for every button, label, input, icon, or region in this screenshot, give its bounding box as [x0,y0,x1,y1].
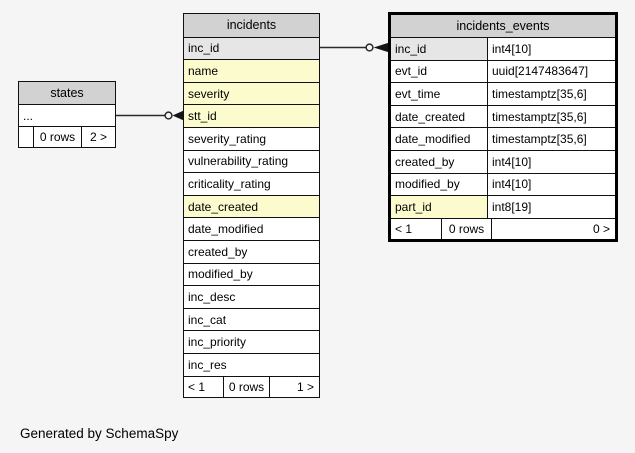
column-row-inc_cat: inc_cat [184,308,319,332]
column-name: date_modified [184,218,319,240]
column-row-date_created: date_created [184,195,319,219]
arrowhead-icon [172,110,184,121]
zero-dot-icon [365,43,374,52]
column-row-inc_priority: inc_priority [184,331,319,354]
child-count: 0 > [492,218,615,239]
column-row-inc_id: inc_id [184,37,319,61]
table-incidents-footer: < 1 0 rows 1 > [184,376,319,397]
column-name: evt_time [391,83,488,105]
column-type: int4[10] [488,150,615,173]
row-count: 0 rows [224,376,270,397]
column-name: inc_id [391,38,488,60]
column-type: int4[10] [488,38,615,60]
column-name: evt_id [391,60,488,83]
column-name: name [184,60,319,82]
column-row-vulnerability_rating: vulnerability_rating [184,150,319,174]
table-incidents-events-title[interactable]: incidents_events [391,15,615,38]
row-count: 0 rows [442,218,492,239]
generated-by-note: Generated by SchemaSpy [20,426,179,441]
table-states-title[interactable]: states [19,82,115,105]
parent-count: < 1 [184,376,224,397]
column-row-name: name [184,60,319,83]
column-name: part_id [391,196,488,218]
relationship-states-incidents [116,110,184,121]
zero-dot-icon [164,111,173,120]
column-name: date_created [391,105,488,128]
column-row-inc_desc: inc_desc [184,286,319,309]
table-incidents-title[interactable]: incidents [184,14,319,38]
column-name: modified_by [184,263,319,286]
column-name: created_by [391,150,488,173]
column-name: date_modified [391,128,488,150]
column-type: timestamptz[35,6] [488,105,615,128]
column-name: inc_priority [184,331,319,353]
column-name: inc_cat [184,308,319,331]
table-states: states ... 0 rows 2 > [18,81,116,148]
column-row-date_modified: date_modified [184,218,319,241]
column-name: created_by [184,240,319,263]
column-name: severity_rating [184,127,319,150]
column-row-created_by: created_by [184,240,319,264]
column-type: uuid[2147483647] [488,60,615,83]
column-type: int4[10] [488,173,615,196]
column-name: date_created [184,195,319,218]
column-row-criticality_rating: criticality_rating [184,173,319,196]
column-name: ... [19,105,115,126]
column-row-severity: severity [184,82,319,106]
column-row-stt_id: stt_id [184,105,319,128]
column-row-inc_res: inc_res [184,353,319,377]
column-name: modified_by [391,173,488,196]
column-name: inc_res [184,353,319,376]
row-count: 0 rows [34,127,82,147]
column-row-...: ... [19,105,115,127]
column-type: timestamptz[35,6] [488,128,615,150]
child-count: 1 > [270,376,319,397]
relationship-incidents-incidents_events [320,42,389,53]
column-name: criticality_rating [184,173,319,195]
column-row-severity_rating: severity_rating [184,127,319,151]
table-incidents-events-footer: < 1 0 rows 0 > [391,218,615,239]
column-type: timestamptz[35,6] [488,83,615,105]
table-states-footer: 0 rows 2 > [19,127,115,147]
column-name: vulnerability_rating [184,150,319,173]
child-count: 2 > [82,127,115,147]
parent-count: < 1 [391,218,442,239]
column-name: inc_desc [184,286,319,308]
column-type: int8[19] [488,196,615,218]
column-name: severity [184,82,319,105]
table-states-rows: ... [19,105,115,127]
column-name: stt_id [184,105,319,127]
column-row-modified_by: modified_by [184,263,319,287]
column-name: inc_id [184,37,319,60]
parent-count [19,127,34,147]
arrowhead-icon [373,42,389,53]
